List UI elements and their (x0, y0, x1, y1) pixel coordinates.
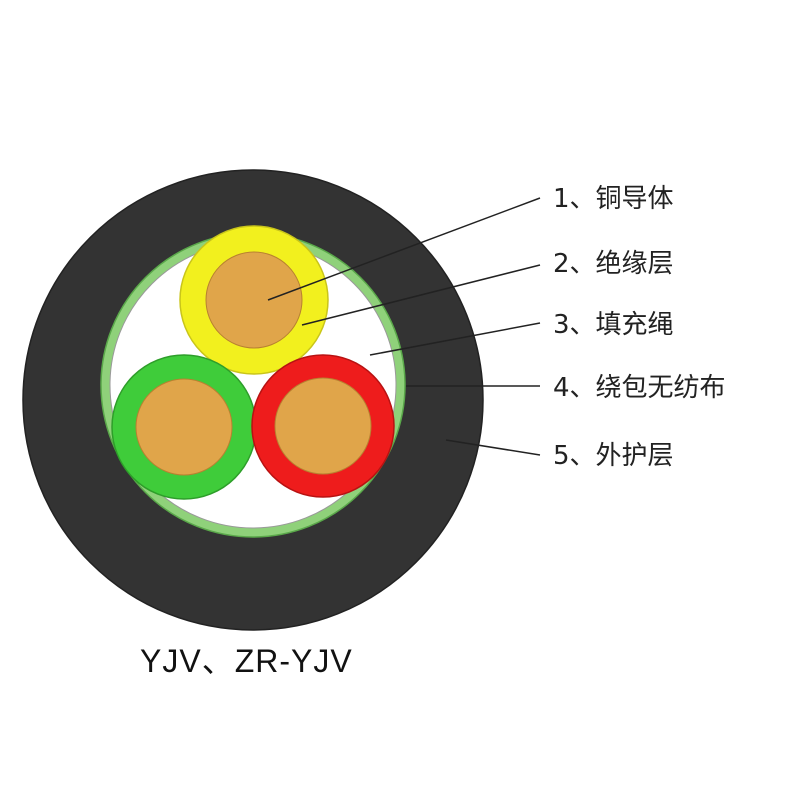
leader-line-5 (445, 439, 541, 456)
leader-line-3 (369, 322, 541, 356)
label-5-number: 5、 (553, 441, 596, 471)
label-1-text: 铜导体 (596, 184, 674, 214)
label-1: 1、铜导体 (553, 184, 674, 214)
core-yellow-copper (205, 251, 303, 349)
label-4: 4、绕包无纺布 (553, 373, 726, 403)
core-red-copper (274, 377, 372, 475)
label-3-text: 填充绳 (596, 310, 674, 340)
label-3: 3、填充绳 (553, 310, 674, 340)
core-green-copper (135, 378, 233, 476)
label-5-text: 外护层 (596, 441, 674, 471)
label-1-number: 1、 (553, 184, 596, 214)
leader-line-2 (301, 264, 541, 326)
label-2-text: 绝缘层 (596, 249, 674, 279)
label-3-number: 3、 (553, 310, 596, 340)
label-5: 5、外护层 (553, 441, 674, 471)
label-2: 2、绝缘层 (553, 249, 674, 279)
label-2-number: 2、 (553, 249, 596, 279)
diagram-caption: YJV、ZR-YJV (140, 643, 353, 679)
label-4-number: 4、 (553, 373, 596, 403)
leader-line-1 (267, 197, 541, 301)
label-4-text: 绕包无纺布 (596, 373, 726, 403)
